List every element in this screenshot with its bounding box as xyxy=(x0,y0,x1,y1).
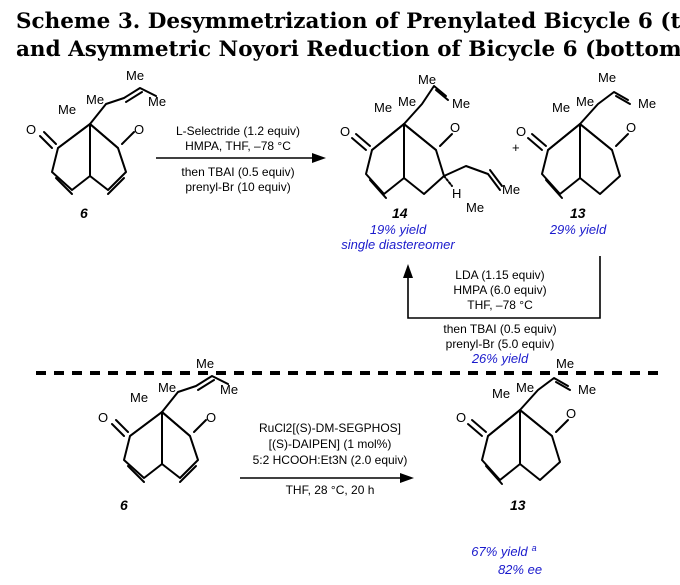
oxygen-label: O xyxy=(98,410,108,425)
methyl-label: Me xyxy=(130,390,148,405)
methyl-label: Me xyxy=(398,94,416,109)
note-14: single diastereomer xyxy=(341,237,455,252)
bottom-conditions-line: 5:2 HCOOH:Et3N (2.0 equiv) xyxy=(253,453,408,467)
methyl-label: Me xyxy=(220,382,238,397)
methyl-label: Me xyxy=(86,92,104,107)
oxygen-label: O xyxy=(516,124,526,139)
compound-label-13-top: 13 xyxy=(570,205,586,221)
hydrogen-label: H xyxy=(452,186,461,201)
methyl-label: Me xyxy=(552,100,570,115)
top-conditions-line: HMPA, THF, –78 °C xyxy=(185,139,291,153)
structure-product-13-top: Me Me Me Me O O xyxy=(516,70,656,199)
footnote-marker: a xyxy=(532,543,537,553)
bottom-conditions-line: [(S)-DAIPEN] (1 mol%) xyxy=(269,437,392,451)
yield-value: 67% yield xyxy=(471,544,528,559)
structure-bicycle-6-top: Me Me Me Me O O xyxy=(26,68,166,195)
return-conditions-line: LDA (1.15 equiv) xyxy=(455,268,544,282)
yield-14: 19% yield xyxy=(370,222,427,237)
top-conditions-line: then TBAI (0.5 equiv) xyxy=(181,165,294,179)
structure-bicycle-6-bottom: Me Me Me Me O O xyxy=(98,356,238,483)
plus-sign: + xyxy=(512,140,520,155)
methyl-label: Me xyxy=(158,380,176,395)
return-conditions-line: then TBAI (0.5 equiv) xyxy=(443,322,556,336)
compound-label-6-top: 6 xyxy=(80,205,88,221)
oxygen-label: O xyxy=(340,124,350,139)
methyl-label: Me xyxy=(374,100,392,115)
methyl-label: Me xyxy=(598,70,616,85)
methyl-label: Me xyxy=(576,94,594,109)
return-conditions-line: HMPA (6.0 equiv) xyxy=(453,283,546,297)
ee-13-bottom: 82% ee xyxy=(498,562,542,577)
structure-product-13-bottom: Me Me Me Me O O xyxy=(456,356,596,485)
compound-label-13-bottom: 13 xyxy=(510,497,526,513)
oxygen-label: O xyxy=(456,410,466,425)
methyl-label: Me xyxy=(516,380,534,395)
methyl-label: Me xyxy=(58,102,76,117)
arrowhead xyxy=(312,153,326,163)
yield-13-top: 29% yield xyxy=(549,222,607,237)
return-conditions-line: THF, –78 °C xyxy=(467,298,533,312)
compound-label-6-bottom: 6 xyxy=(120,497,128,513)
oxygen-label: O xyxy=(134,122,144,137)
methyl-label: Me xyxy=(638,96,656,111)
methyl-label: Me xyxy=(126,68,144,83)
top-conditions-line: prenyl-Br (10 equiv) xyxy=(185,180,290,194)
methyl-label: Me xyxy=(452,96,470,111)
scheme-title-line1: Scheme 3. Desymmetrization of Prenylated… xyxy=(16,9,680,34)
arrowhead xyxy=(400,473,414,483)
return-yield: 26% yield xyxy=(471,351,529,366)
oxygen-label: O xyxy=(206,410,216,425)
methyl-label: Me xyxy=(196,356,214,371)
methyl-label: Me xyxy=(418,72,436,87)
yield-13-bottom: 67% yield a xyxy=(471,543,536,559)
oxygen-label: O xyxy=(26,122,36,137)
top-conditions-line: L-Selectride (1.2 equiv) xyxy=(176,124,300,138)
arrowhead xyxy=(403,264,413,278)
methyl-label: Me xyxy=(502,182,520,197)
scheme-title-line2: and Asymmetric Noyori Reduction of Bicyc… xyxy=(16,37,680,62)
oxygen-label: O xyxy=(566,406,576,421)
methyl-label: Me xyxy=(466,200,484,215)
bottom-conditions-line: THF, 28 °C, 20 h xyxy=(286,483,375,497)
methyl-label: Me xyxy=(578,382,596,397)
methyl-label: Me xyxy=(492,386,510,401)
bottom-conditions-line: RuCl2[(S)-DM-SEGPHOS] xyxy=(259,421,401,435)
return-conditions-line: prenyl-Br (5.0 equiv) xyxy=(446,337,555,351)
methyl-label: Me xyxy=(148,94,166,109)
compound-label-14: 14 xyxy=(392,205,408,221)
methyl-label: Me xyxy=(556,356,574,371)
oxygen-label: O xyxy=(450,120,460,135)
oxygen-label: O xyxy=(626,120,636,135)
structure-product-14: Me Me Me Me Me Me O O H xyxy=(340,72,520,215)
return-arrow xyxy=(407,256,601,319)
